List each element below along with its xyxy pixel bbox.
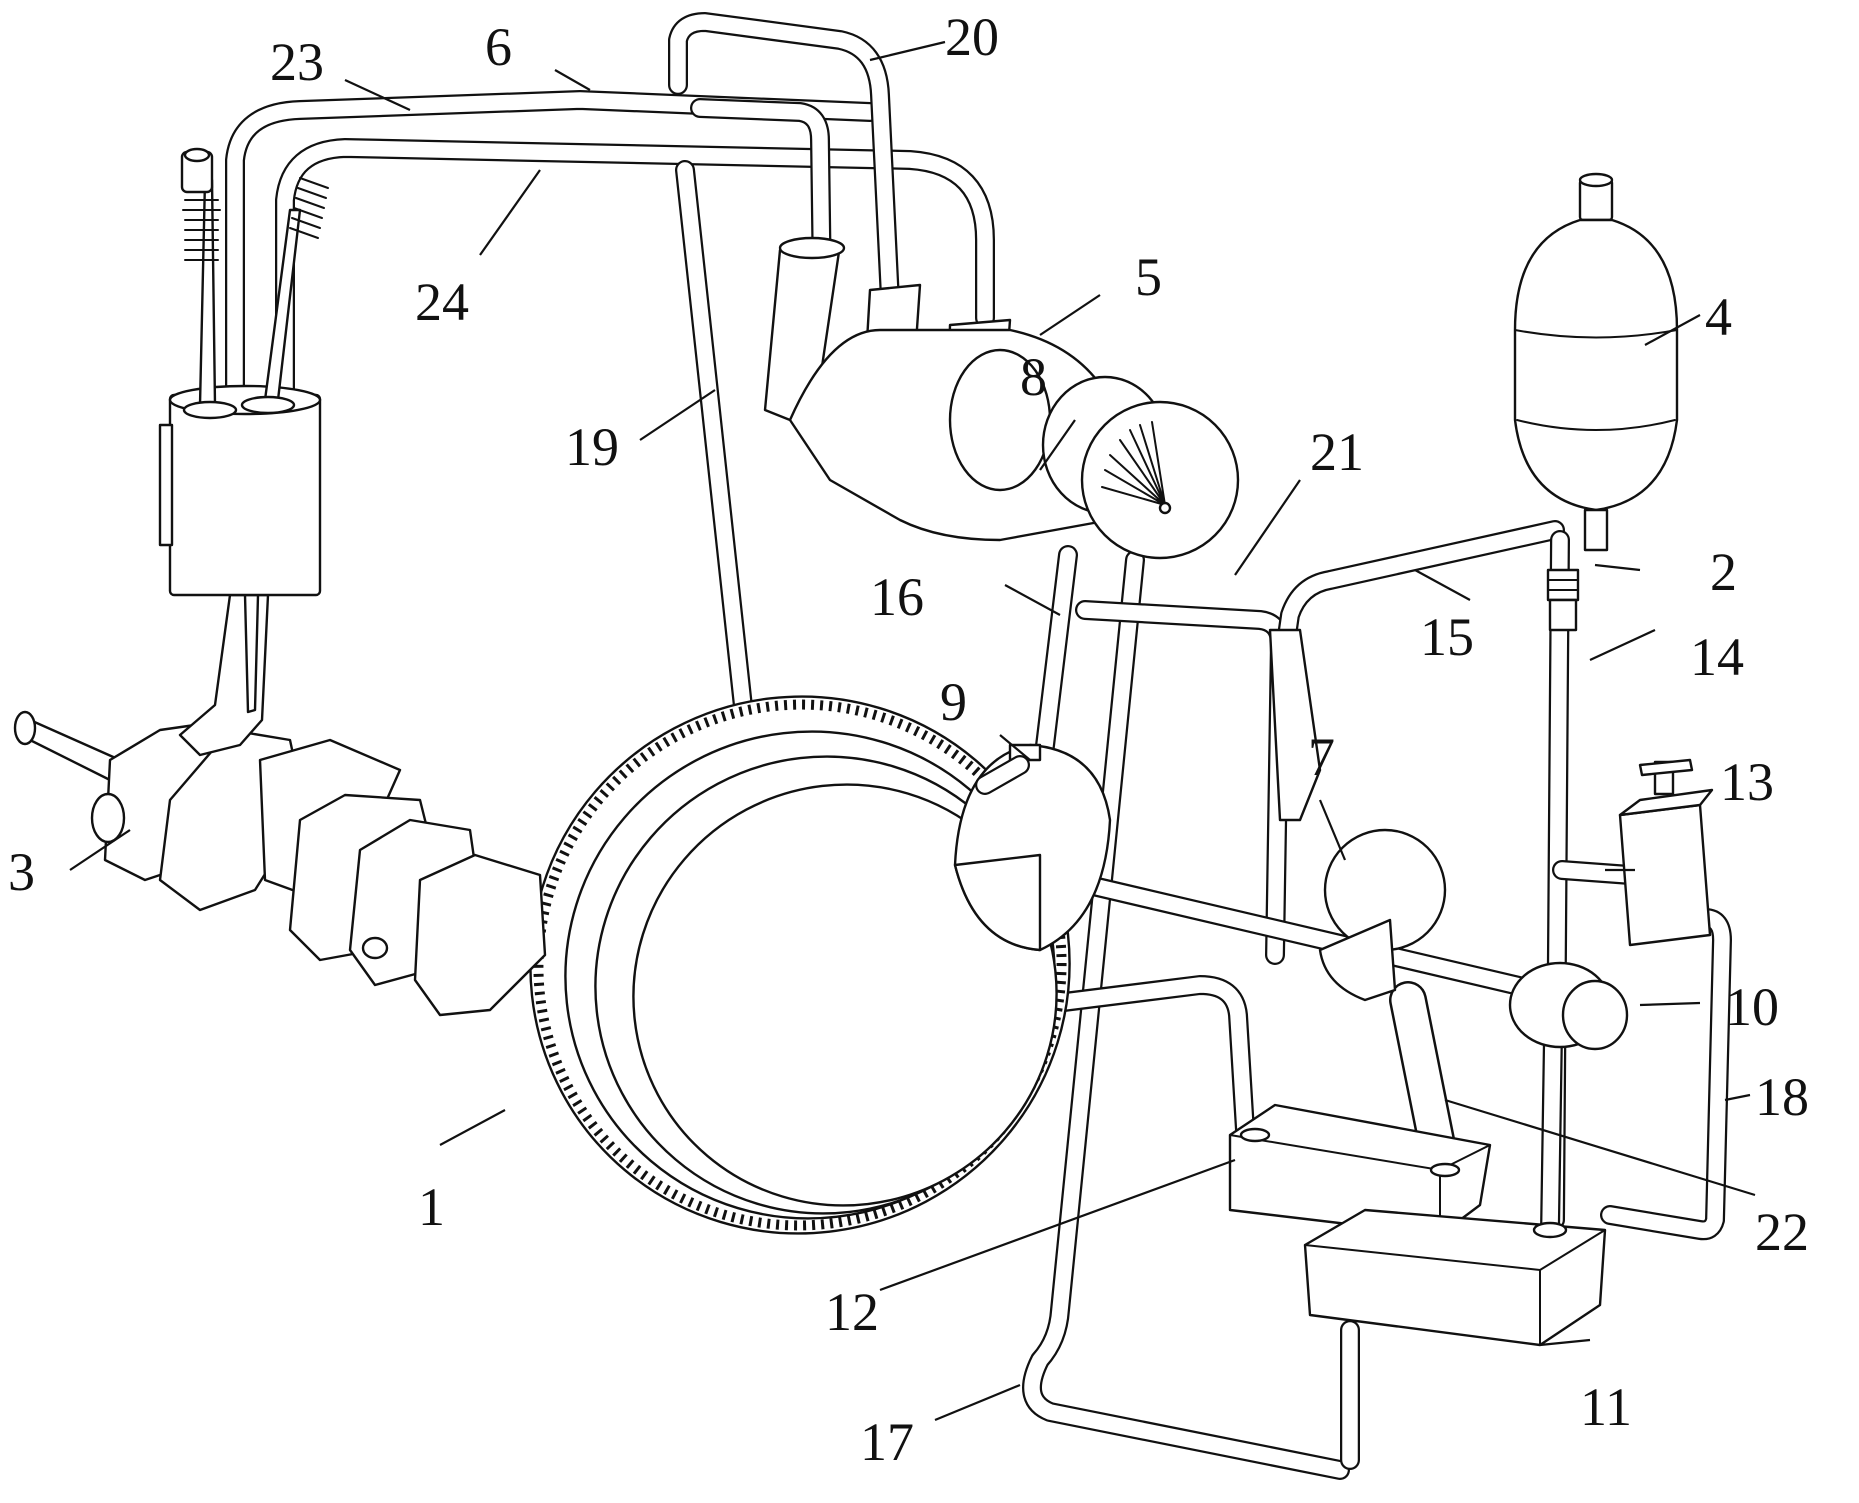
valve-10 bbox=[1510, 963, 1627, 1049]
label-7: 7 bbox=[1308, 727, 1335, 787]
label-19: 19 bbox=[565, 417, 619, 477]
label-24: 24 bbox=[415, 272, 469, 332]
label-3: 3 bbox=[8, 842, 35, 902]
label-10: 10 bbox=[1725, 977, 1779, 1037]
pipe-19 bbox=[685, 170, 745, 725]
pump-8 bbox=[1082, 402, 1238, 558]
fitting-2 bbox=[1548, 570, 1578, 630]
label-22: 22 bbox=[1755, 1202, 1809, 1262]
label-14: 14 bbox=[1690, 627, 1744, 687]
label-8: 8 bbox=[1020, 347, 1047, 407]
pipe-18 bbox=[1610, 918, 1722, 1230]
label-12: 12 bbox=[825, 1282, 879, 1342]
label-11: 11 bbox=[1580, 1377, 1632, 1437]
label-21: 21 bbox=[1310, 422, 1364, 482]
label-6: 6 bbox=[485, 17, 512, 77]
label-18: 18 bbox=[1755, 1067, 1809, 1127]
label-23: 23 bbox=[270, 32, 324, 92]
accumulator-4 bbox=[1515, 174, 1677, 550]
label-2: 2 bbox=[1710, 542, 1737, 602]
label-13: 13 bbox=[1720, 752, 1774, 812]
pipe-9-10 bbox=[1025, 870, 1600, 1005]
valve-13 bbox=[1620, 760, 1712, 945]
label-5: 5 bbox=[1135, 247, 1162, 307]
component-7 bbox=[1270, 630, 1445, 1000]
label-16: 16 bbox=[870, 567, 924, 627]
label-4: 4 bbox=[1705, 287, 1732, 347]
crankshaft bbox=[15, 712, 545, 1015]
label-1: 1 bbox=[418, 1177, 445, 1237]
label-17: 17 bbox=[860, 1412, 914, 1472]
label-20: 20 bbox=[945, 7, 999, 67]
label-9: 9 bbox=[940, 672, 967, 732]
label-15: 15 bbox=[1420, 607, 1474, 667]
